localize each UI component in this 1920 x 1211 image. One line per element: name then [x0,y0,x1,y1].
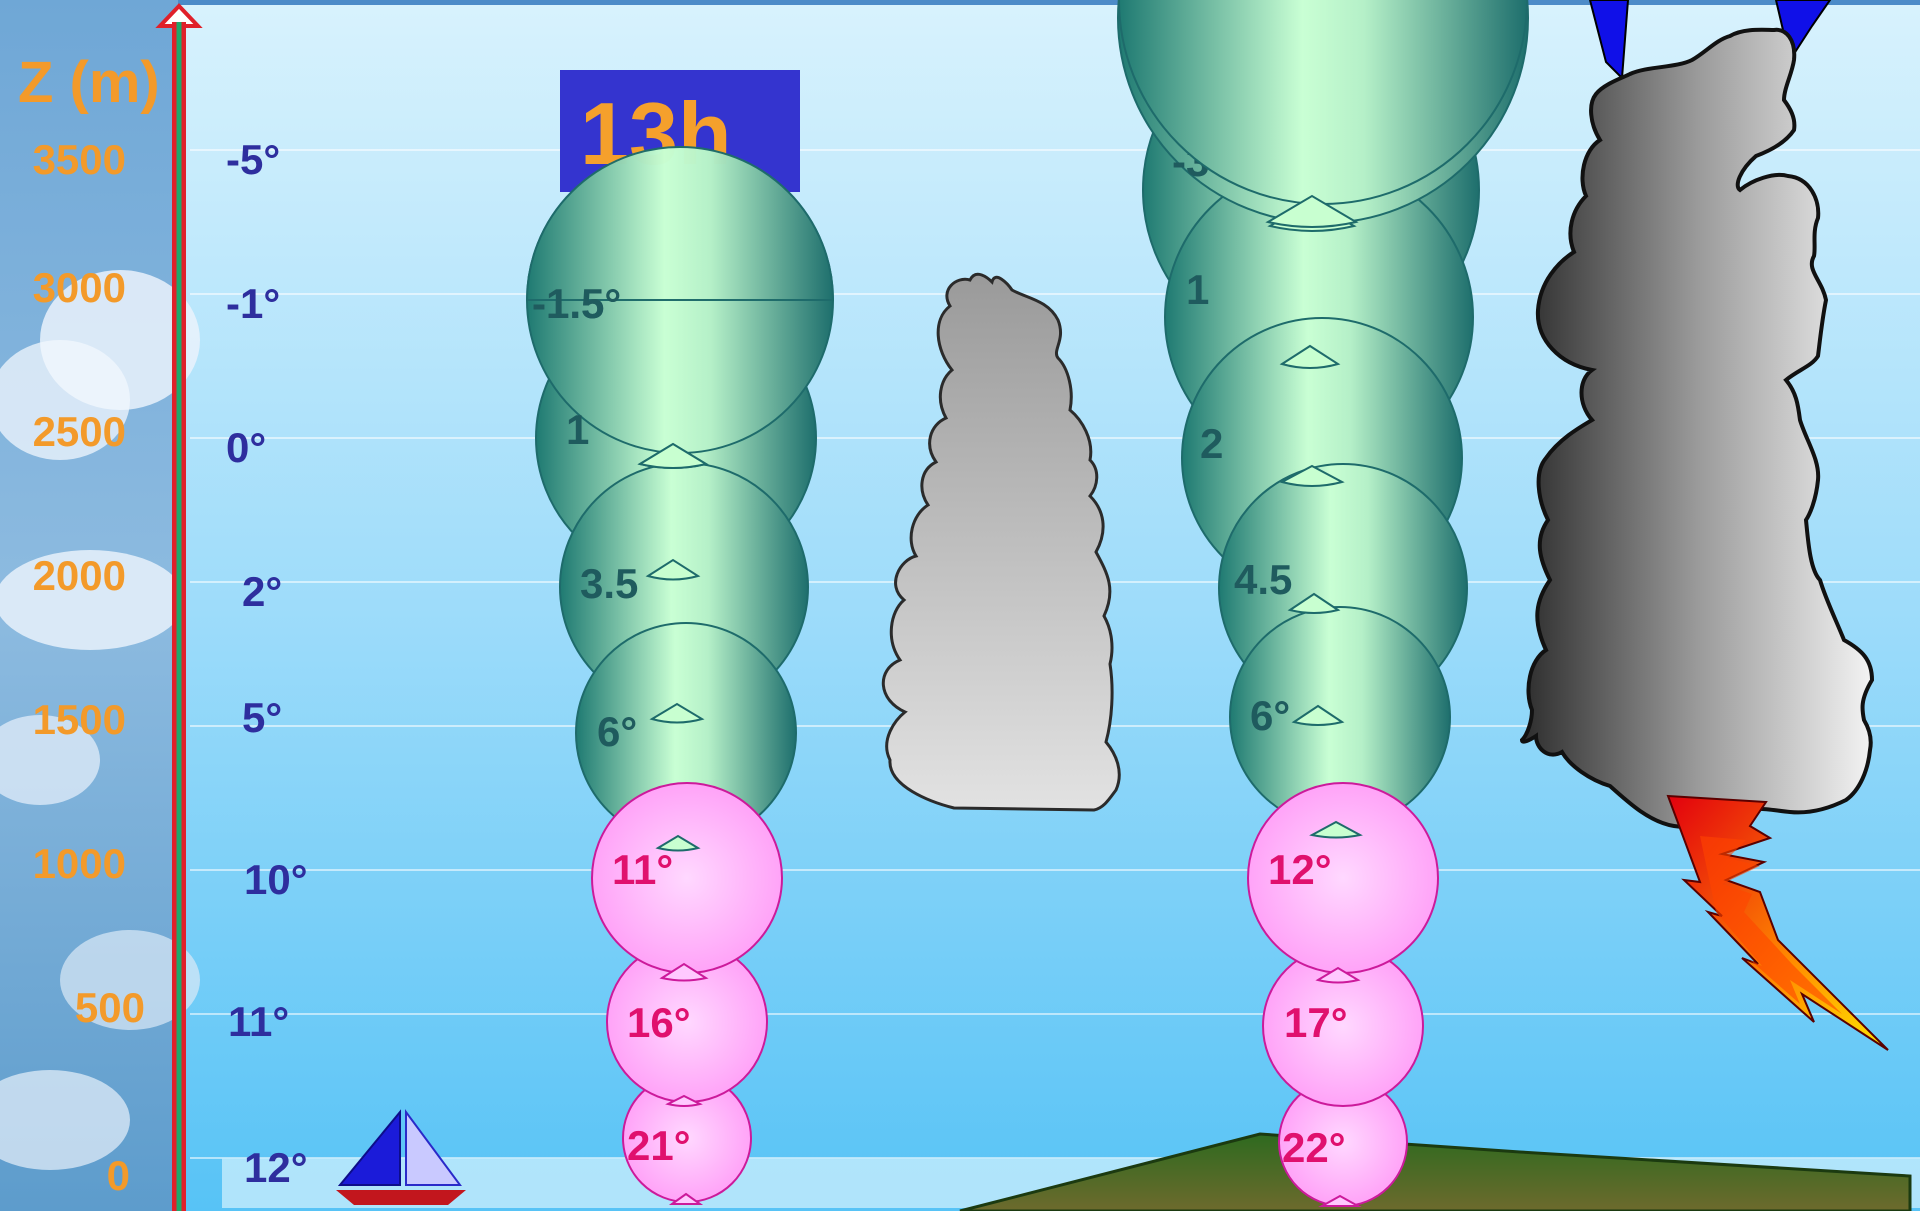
ambient-temperature: -5° [226,136,280,183]
cool-bubble-label: 1 [1186,266,1209,313]
ambient-temperature: 2° [242,568,282,615]
cool-bubble-label: -1.5° [532,280,621,327]
altitude-label: 1000 [33,840,126,887]
warm-bubble-label: 17° [1284,999,1348,1046]
cool-bubble-label: 6° [597,708,637,755]
warm-bubble-label: 12° [1268,846,1332,893]
altitude-label: 0 [107,1152,130,1199]
warm-bubble-label: 21° [627,1122,691,1169]
ambient-temperature: 11° [228,998,289,1045]
warm-bubble-label: 16° [627,999,691,1046]
altitude-label: 3000 [33,264,126,311]
cool-bubble-label: 6° [1250,692,1290,739]
ambient-temperature: -1° [226,280,280,327]
ambient-temperature: 10° [244,856,308,903]
ambient-temperature: 5° [242,694,282,741]
top-frame-line [0,0,1920,5]
ambient-temperature: 0° [226,424,266,471]
warm-bubble-label: 22° [1282,1124,1346,1171]
axis-title: Z (m) [18,50,160,115]
cool-bubble-label: 4.5 [1234,556,1292,603]
altitude-label: 1500 [33,696,126,743]
altitude-label: 500 [75,984,145,1031]
cool-bubble-label: 1 [566,406,589,453]
cool-bubble-label: 3.5 [580,560,638,607]
warm-bubble-label: 11° [612,846,673,893]
cool-bubble-label: 2 [1200,420,1223,467]
altitude-label: 2500 [33,408,126,455]
altitude-label: 2000 [33,552,126,599]
ambient-temperature: 12° [244,1144,308,1191]
altitude-label: 3500 [33,136,126,183]
